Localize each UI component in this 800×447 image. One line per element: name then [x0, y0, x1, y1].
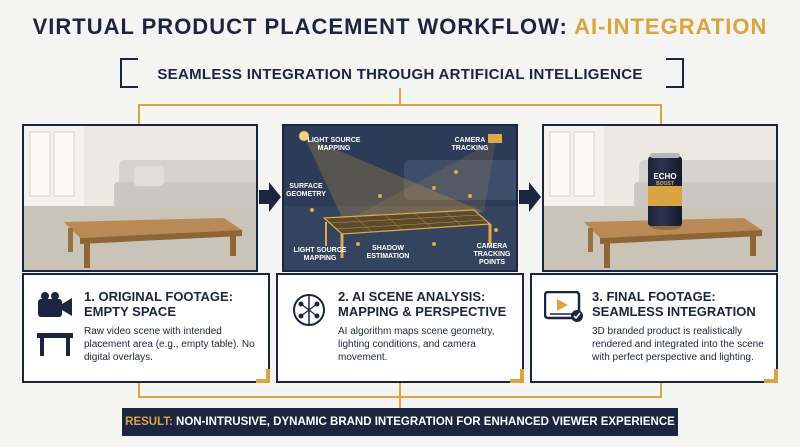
step-1-title: 1. ORIGINAL FOOTAGE: EMPTY SPACE: [84, 289, 234, 319]
can-label-line-1: ECHO: [653, 172, 677, 181]
video-play-check-icon: [544, 291, 583, 322]
result-label: RESULT:: [125, 416, 173, 428]
card-corner-accent: [764, 369, 778, 383]
connector-bottom-right: [660, 383, 662, 397]
final-footage-image: ECHO BOOST: [542, 124, 778, 272]
result-text: NON-INTRUSIVE, DYNAMIC BRAND INTEGRATION…: [176, 416, 675, 428]
light-source-label: MAPPING: [304, 255, 337, 262]
camera-tracking-points-label: CAMERA: [477, 243, 508, 250]
ai-scene-analysis-image: LIGHT SOURCE MAPPING CAMERA TRACKING SUR…: [282, 124, 518, 272]
light-source-label: MAPPING: [318, 145, 351, 152]
page-title: VIRTUAL PRODUCT PLACEMENT WORKFLOW: AI-I…: [0, 14, 800, 40]
step-2-description: AI algorithm maps scene geometry, lighti…: [338, 326, 495, 363]
title-accent: AI-INTEGRATION: [574, 14, 768, 39]
title-main: VIRTUAL PRODUCT PLACEMENT WORKFLOW:: [32, 14, 568, 39]
step-card-ai-analysis: 2. AI SCENE ANALYSIS: MAPPING & PERSPECT…: [276, 273, 524, 383]
shadow-estimation-label: ESTIMATION: [367, 253, 410, 260]
step-1-description: Raw video scene with intended placement …: [84, 326, 255, 363]
surface-geometry-label: SURFACE: [289, 183, 323, 190]
camera-tracking-points-label: POINTS: [479, 259, 505, 266]
step-3-description: 3D branded product is realistically rend…: [592, 326, 764, 363]
original-footage-image: [22, 124, 258, 272]
step-2-title: 2. AI SCENE ANALYSIS: MAPPING & PERSPECT…: [338, 289, 507, 319]
branded-can: ECHO BOOST: [648, 153, 682, 226]
table-icon: [37, 333, 73, 356]
step-card-final-footage: 3. FINAL FOOTAGE: SEAMLESS INTEGRATION 3…: [530, 273, 778, 383]
card-corner-accent: [510, 369, 524, 383]
subtitle-bracket-right: [666, 58, 684, 88]
light-source-label: LIGHT SOURCE: [308, 137, 361, 144]
result-banner: RESULT: NON-INTRUSIVE, DYNAMIC BRAND INT…: [122, 408, 678, 436]
arrow-right-icon: [519, 182, 541, 212]
camera-tracking-label: CAMERA: [455, 137, 486, 144]
surface-geometry-label: GEOMETRY: [286, 191, 326, 198]
step-3-title: 3. FINAL FOOTAGE: SEAMLESS INTEGRATION: [592, 289, 756, 319]
connector-top-left-drop: [138, 104, 140, 124]
subtitle-bracket-left: [120, 58, 138, 88]
light-source-label: LIGHT SOURCE: [294, 247, 347, 254]
connector-bottom-left: [138, 383, 140, 397]
camera-tracking-points-label: TRACKING: [474, 251, 511, 258]
video-camera-icon: [38, 292, 72, 317]
connector-top-center: [399, 88, 401, 106]
ai-brain-icon: [293, 294, 325, 326]
card-corner-accent: [256, 369, 270, 383]
subtitle: SEAMLESS INTEGRATION THROUGH ARTIFICIAL …: [157, 66, 643, 83]
can-label-line-2: BOOST: [656, 181, 674, 187]
arrow-right-icon: [259, 182, 281, 212]
shadow-estimation-label: SHADOW: [372, 245, 404, 252]
camera-tracking-label: TRACKING: [452, 145, 489, 152]
connector-top-right-drop: [660, 104, 662, 124]
connector-bottom-center: [399, 383, 401, 409]
step-card-original-footage: 1. ORIGINAL FOOTAGE: EMPTY SPACE Raw vid…: [22, 273, 270, 383]
